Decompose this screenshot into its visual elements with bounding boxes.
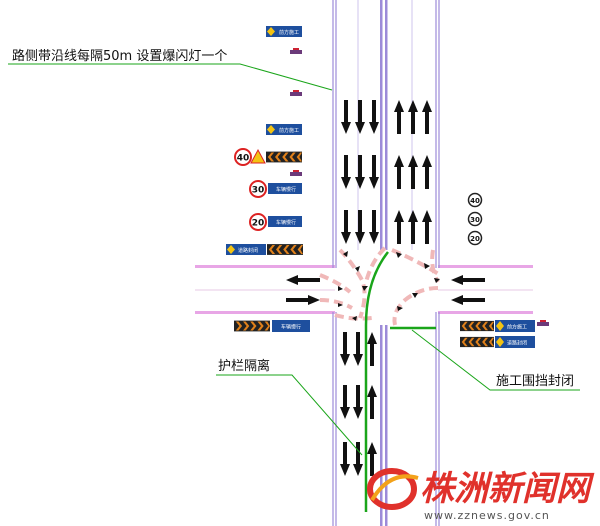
label-guardrail: 护栏隔离 bbox=[218, 358, 270, 374]
sign-road-closed-left: 道路封闭 bbox=[226, 244, 303, 255]
sign-ahead-construction-top: 前方施工 bbox=[266, 26, 302, 37]
cross-road bbox=[195, 265, 533, 314]
svg-text:道路封闭: 道路封闭 bbox=[238, 247, 258, 254]
sign-slow-down-lower-left: 车辆慢行 bbox=[234, 320, 310, 332]
sign-ahead-construction-mid: 前方施工 bbox=[266, 124, 302, 135]
svg-text:车辆慢行: 车辆慢行 bbox=[276, 186, 296, 193]
svg-text:道路封闭: 道路封闭 bbox=[507, 340, 527, 347]
cone-marks bbox=[338, 251, 440, 321]
sign-road-closed-right: 道路封闭 bbox=[460, 336, 535, 348]
watermark-logo-icon bbox=[367, 468, 419, 510]
leader-lines bbox=[8, 63, 580, 456]
svg-text:前方施工: 前方施工 bbox=[507, 324, 527, 331]
watermark-brand: 株洲新闻网 bbox=[420, 469, 595, 509]
sign-speed-40-row: 40 bbox=[234, 148, 302, 166]
cone-taper-lines bbox=[319, 246, 442, 326]
main-road bbox=[332, 0, 440, 526]
sign-speed-30-row: 30 车辆慢行 bbox=[249, 180, 302, 198]
svg-text:40: 40 bbox=[470, 197, 480, 205]
arrows-northbound-upper bbox=[394, 100, 432, 244]
label-flash-lights: 路侧带沿线每隔50m 设置爆闪灯一个 bbox=[12, 48, 227, 64]
label-construction-fence: 施工围挡封闭 bbox=[496, 374, 574, 389]
svg-text:前方施工: 前方施工 bbox=[279, 127, 299, 134]
svg-text:前方施工: 前方施工 bbox=[279, 29, 299, 36]
svg-text:车辆慢行: 车辆慢行 bbox=[281, 324, 301, 331]
svg-text:40: 40 bbox=[237, 154, 250, 164]
sign-speed-20-row: 20 车辆慢行 bbox=[249, 213, 302, 231]
watermark-url: www.zznews.gov.cn bbox=[424, 509, 550, 522]
watermark: 株洲新闻网 www.zznews.gov.cn bbox=[367, 468, 595, 522]
svg-text:车辆慢行: 车辆慢行 bbox=[276, 219, 296, 226]
sign-ahead-construction-right: 前方施工 bbox=[460, 320, 535, 332]
svg-text:30: 30 bbox=[252, 186, 265, 196]
svg-text:20: 20 bbox=[470, 235, 480, 243]
arrows-lower bbox=[340, 332, 377, 476]
flash-lights bbox=[290, 48, 549, 326]
arrows-southbound-upper bbox=[341, 100, 379, 244]
guardrail-isolation bbox=[364, 251, 436, 512]
svg-text:30: 30 bbox=[470, 216, 480, 224]
speed-signs-right: 40 30 20 bbox=[467, 192, 483, 246]
svg-text:20: 20 bbox=[252, 219, 265, 229]
